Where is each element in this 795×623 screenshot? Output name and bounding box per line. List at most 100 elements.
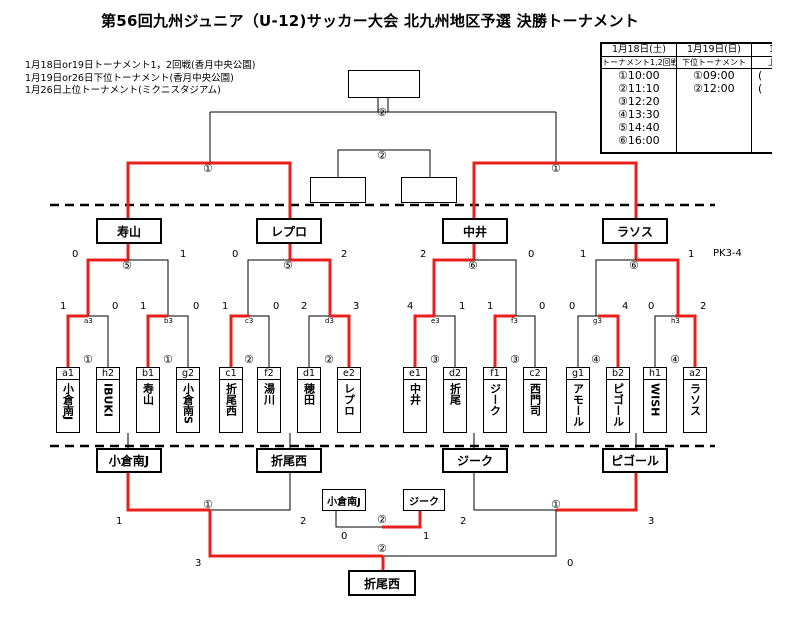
schedule-time: ⑥16:00 bbox=[618, 134, 660, 147]
team-entry: f1 ジーク bbox=[483, 367, 507, 433]
winner-line bbox=[432, 258, 474, 316]
match-number: ② bbox=[377, 149, 387, 162]
team-entry: e1 中井 bbox=[403, 367, 427, 433]
score: 0 bbox=[567, 558, 574, 569]
bracket-line bbox=[128, 259, 169, 316]
team-entry: g2 小倉南S bbox=[176, 367, 200, 433]
match-number: ① bbox=[83, 353, 93, 366]
pk-note: PK3-4 bbox=[713, 248, 742, 259]
team-name: 中井 bbox=[408, 383, 422, 405]
team-code: g2 bbox=[177, 368, 199, 380]
score: 2 bbox=[300, 516, 307, 527]
schedule-time: ①10:00 bbox=[618, 69, 660, 82]
score: 0 bbox=[648, 301, 655, 312]
schedule-time: ②12:00 bbox=[693, 82, 735, 95]
score: 1 bbox=[116, 516, 123, 527]
schedule-subheader: 上 bbox=[752, 57, 772, 69]
schedule-subheader: 下位トーナメント bbox=[677, 57, 751, 69]
winner-line bbox=[208, 510, 383, 558]
score: 1 bbox=[580, 249, 587, 260]
bracket-line bbox=[168, 315, 189, 367]
info-line: 1月19日or26日下位トーナメント(香月中央公園) bbox=[25, 72, 234, 84]
score: 2 bbox=[341, 249, 348, 260]
bracket-line bbox=[210, 473, 291, 511]
team-code: h1 bbox=[644, 368, 666, 380]
match-code: b3 bbox=[164, 317, 173, 325]
score: 2 bbox=[420, 249, 427, 260]
schedule-time: ④13:30 bbox=[618, 108, 660, 121]
match-code: d3 bbox=[325, 317, 334, 325]
score: 4 bbox=[622, 301, 629, 312]
winner-line bbox=[66, 314, 88, 367]
team-name: ラソス bbox=[688, 383, 702, 416]
semifinal-box bbox=[401, 177, 457, 203]
team-code: a2 bbox=[684, 368, 706, 380]
team-name: 小倉南J bbox=[61, 383, 75, 421]
bracket-line bbox=[474, 259, 517, 316]
round2-winner-box: 中井 bbox=[442, 218, 508, 244]
team-code: f1 bbox=[484, 368, 506, 380]
schedule-time: ( bbox=[758, 82, 763, 95]
bracket-line bbox=[383, 510, 557, 557]
winner-line bbox=[146, 314, 168, 367]
team-name: IBUKI bbox=[101, 383, 115, 418]
team-name: 小倉南S bbox=[181, 383, 195, 424]
winner-line bbox=[382, 511, 422, 529]
score: 0 bbox=[112, 301, 119, 312]
score: 2 bbox=[460, 516, 467, 527]
score: 0 bbox=[193, 301, 200, 312]
match-number: ② bbox=[377, 106, 387, 119]
info-line: 1月18日or19日トーナメント1，2回戦(香月中央公園) bbox=[25, 60, 256, 71]
team-entry: d2 折尾 bbox=[443, 367, 467, 433]
schedule-time: ⑤14:40 bbox=[618, 121, 660, 134]
score: 0 bbox=[528, 249, 535, 260]
team-code: e1 bbox=[404, 368, 426, 380]
winner-line bbox=[556, 473, 638, 512]
schedule-col-day1: 1月18日(土) トーナメント1,2回戦 ①10:00 ②11:10 ③12:2… bbox=[602, 44, 677, 152]
score: 1 bbox=[459, 301, 466, 312]
team-name: 寿山 bbox=[141, 383, 155, 405]
team-code: d2 bbox=[444, 368, 466, 380]
bracket-line bbox=[435, 315, 456, 367]
schedule-time: ( bbox=[758, 69, 763, 82]
score: 2 bbox=[301, 301, 308, 312]
match-number: ① bbox=[163, 353, 173, 366]
bracket-line bbox=[335, 511, 382, 528]
match-code: a3 bbox=[84, 317, 93, 325]
match-number: ② bbox=[244, 353, 254, 366]
winner-line bbox=[598, 314, 620, 367]
score: 1 bbox=[222, 301, 229, 312]
match-number: ④ bbox=[670, 353, 680, 366]
team-code: d1 bbox=[298, 368, 320, 380]
team-name: ジーク bbox=[488, 383, 502, 416]
match-code: g3 bbox=[593, 317, 602, 325]
match-number: ② bbox=[377, 542, 387, 555]
schedule-time: ③12:20 bbox=[618, 95, 660, 108]
team-code: b2 bbox=[607, 368, 629, 380]
winner-line bbox=[636, 258, 680, 316]
team-name: 折尾西 bbox=[224, 383, 238, 416]
lower-semi-team-box: ジーク bbox=[403, 489, 445, 511]
bracket-line bbox=[250, 315, 270, 367]
score: 1 bbox=[487, 301, 494, 312]
page-title: 第56回九州ジュニア（U-12)サッカー大会 北九州地区予選 決勝トーナメント bbox=[100, 12, 640, 30]
winner-line bbox=[675, 314, 697, 367]
score: 4 bbox=[407, 301, 414, 312]
winner-line bbox=[126, 473, 210, 512]
team-name: 折尾 bbox=[448, 383, 462, 405]
schedule-subheader: トーナメント1,2回戦 bbox=[602, 58, 676, 69]
winner-line bbox=[229, 314, 250, 367]
team-entry: a2 ラソス bbox=[683, 367, 707, 433]
round2-winner-box: 寿山 bbox=[96, 218, 162, 244]
team-code: c1 bbox=[220, 368, 242, 380]
bracket-line bbox=[515, 315, 536, 367]
score: 1 bbox=[60, 301, 67, 312]
match-number: ② bbox=[377, 513, 387, 526]
score: 1 bbox=[423, 531, 430, 542]
round1-winner-box: 折尾西 bbox=[256, 448, 322, 473]
bracket-line bbox=[654, 315, 675, 367]
score: 3 bbox=[195, 558, 202, 569]
